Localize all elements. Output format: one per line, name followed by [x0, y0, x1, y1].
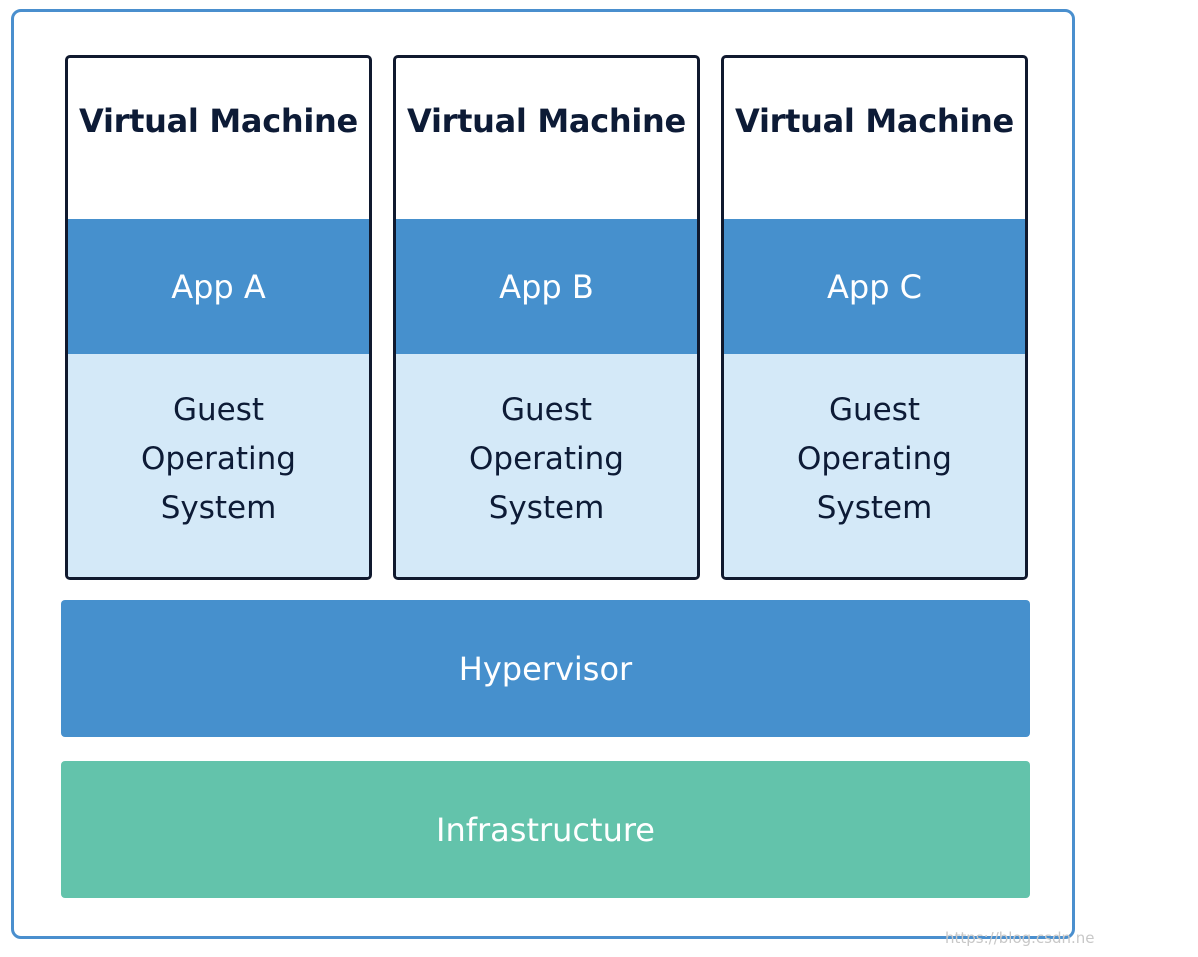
guest-os-box: Guest Operating System: [724, 354, 1025, 577]
infrastructure-layer: Infrastructure: [61, 761, 1030, 898]
virtual-machine-c: Virtual Machine App C Guest Operating Sy…: [721, 55, 1028, 580]
virtual-machine-a: Virtual Machine App A Guest Operating Sy…: [65, 55, 372, 580]
guest-os-line: Operating: [797, 441, 952, 477]
hypervisor-layer: Hypervisor: [61, 600, 1030, 737]
app-a-box: App A: [68, 219, 369, 354]
guest-os-box: Guest Operating System: [68, 354, 369, 577]
guest-os-line: Operating: [469, 441, 624, 477]
vm-title: Virtual Machine: [407, 102, 686, 140]
virtual-machine-b: Virtual Machine App B Guest Operating Sy…: [393, 55, 700, 580]
vm-title: Virtual Machine: [79, 102, 358, 140]
app-c-box: App C: [724, 219, 1025, 354]
guest-os-line: System: [816, 490, 933, 526]
app-b-box: App B: [396, 219, 697, 354]
guest-os-box: Guest Operating System: [396, 354, 697, 577]
vm-title: Virtual Machine: [735, 102, 1014, 140]
guest-os-line: Guest: [828, 392, 921, 428]
guest-os-line: Guest: [500, 392, 593, 428]
watermark-text: https://blog.csdn.ne: [945, 929, 1095, 947]
guest-os-line: Operating: [141, 441, 296, 477]
guest-os-line: System: [488, 490, 605, 526]
guest-os-line: System: [160, 490, 277, 526]
guest-os-line: Guest: [172, 392, 265, 428]
